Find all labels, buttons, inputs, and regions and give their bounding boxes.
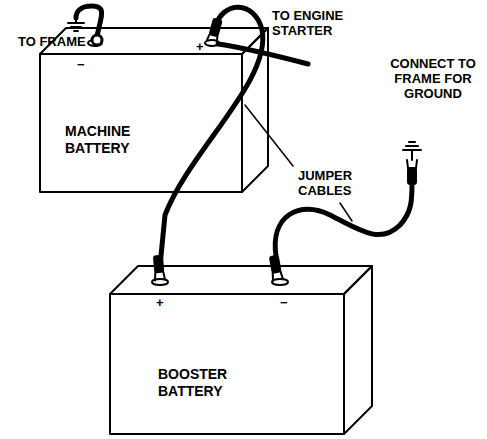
battery-box: MACHINE BATTERY [40,28,268,192]
battery-box: BOOSTER BATTERY [110,266,372,434]
callout-label: TO FRAME [18,34,86,49]
battery-front-face [110,294,344,434]
leader-line [340,203,352,221]
cable-clamp [269,255,283,280]
cable-clamp [407,160,417,184]
callout-label: TO ENGINE STARTER [272,8,364,38]
battery-side-face [242,28,268,192]
ring-lug [92,35,102,45]
battery-outline [40,28,268,192]
polarity-sign: − [77,57,85,72]
battery-terminal [272,279,288,285]
battery-outline [110,266,372,434]
battery-top-face [110,266,372,294]
callout-label: CONNECT TO FRAME FOR GROUND [384,56,482,101]
polarity-sign: + [156,295,164,310]
polarity-sign: − [280,295,288,310]
frame-cable [76,6,102,37]
battery-label: BOOSTER BATTERY [158,366,248,400]
callout-label: JUMPER CABLES [298,168,374,198]
leader-line [245,105,293,166]
battery-side-face [344,266,372,434]
polarity-sign: + [196,39,204,54]
ground-symbol [403,142,421,150]
battery-label: MACHINE BATTERY [65,123,155,157]
ground-symbol [68,23,84,31]
battery-front-face [40,54,242,192]
jumper-cable [160,7,263,266]
ground-wire [411,151,413,160]
